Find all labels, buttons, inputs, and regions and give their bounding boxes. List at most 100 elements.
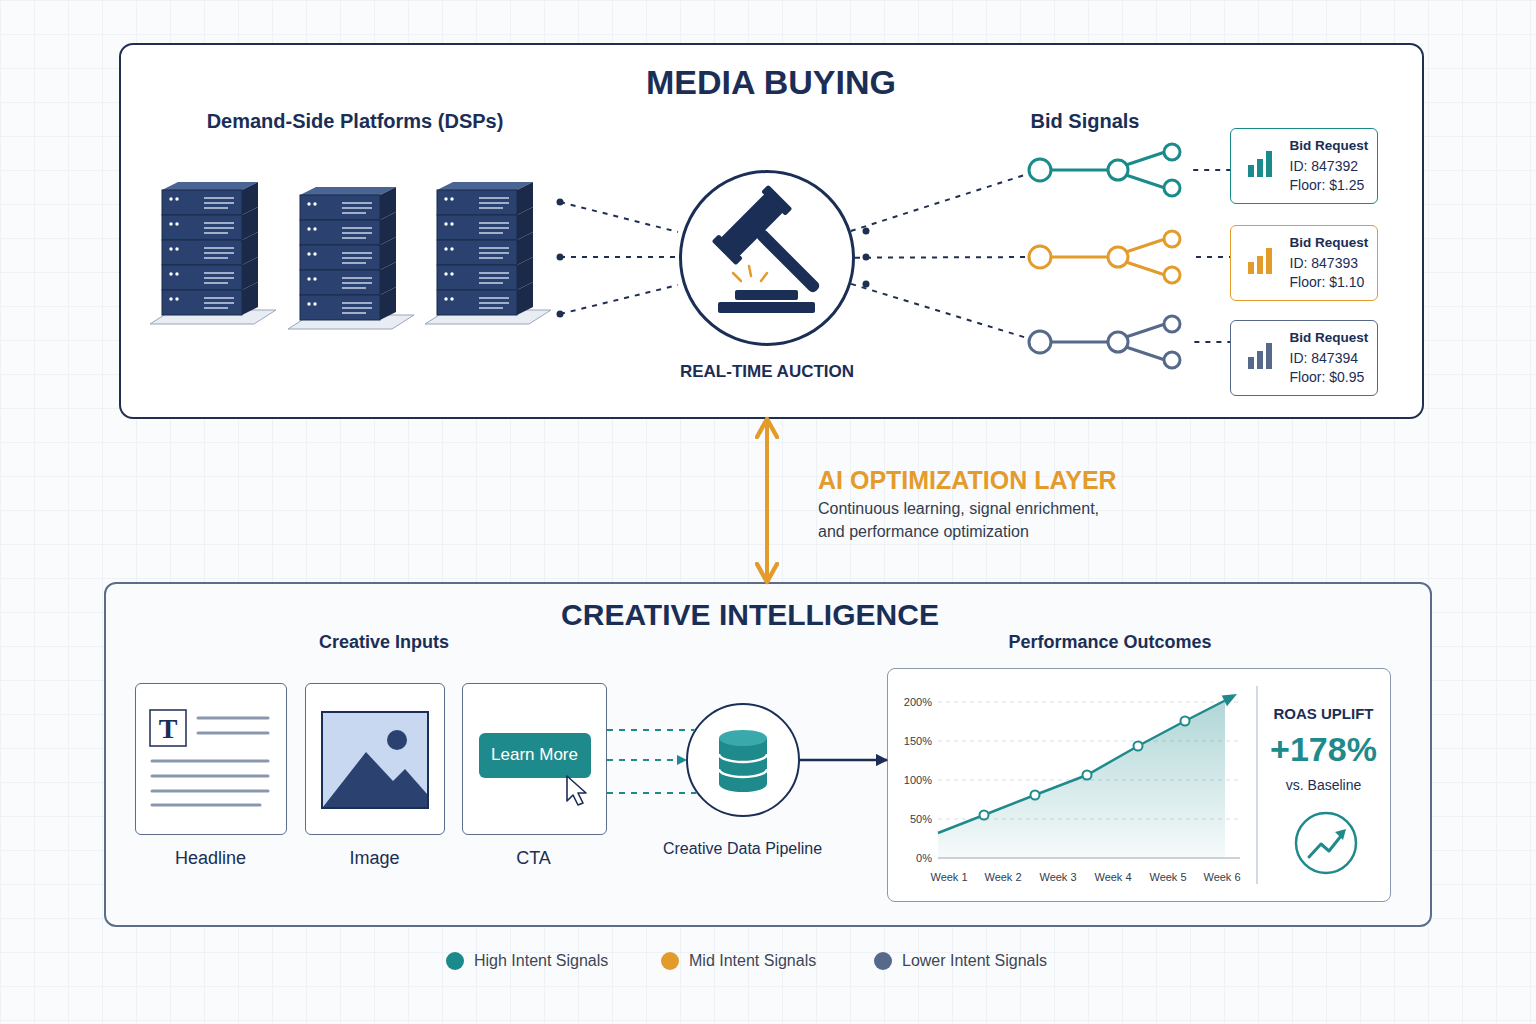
signal-tree bbox=[1126, 152, 1165, 165]
signal-tree bbox=[1051, 341, 1108, 344]
optimization-arrow bbox=[765, 419, 769, 582]
trend-icon bbox=[1296, 813, 1356, 873]
node-text: +178% bbox=[1270, 730, 1377, 769]
node-text: Bid Request bbox=[1290, 330, 1369, 346]
flow-arrow bbox=[800, 759, 887, 762]
trend-icon bbox=[1296, 813, 1356, 873]
gavel-icon bbox=[755, 228, 821, 294]
bar-icons bbox=[1248, 262, 1254, 274]
gavel-icon bbox=[718, 302, 815, 313]
signal-tree bbox=[1051, 169, 1108, 172]
signal-connector bbox=[851, 284, 1230, 342]
bar-icons bbox=[1266, 151, 1272, 177]
line-chart bbox=[1181, 717, 1190, 726]
dsp-wires bbox=[560, 285, 678, 314]
image-icon bbox=[387, 730, 407, 750]
headline-icon bbox=[152, 718, 268, 805]
gavel-icon bbox=[761, 185, 792, 216]
node-text: CREATIVE INTELLIGENCE bbox=[561, 598, 939, 633]
legend-text: Lower Intent Signals bbox=[902, 952, 1047, 970]
signal-tree bbox=[1126, 262, 1165, 275]
input-card: Image bbox=[305, 683, 445, 835]
line-chart bbox=[938, 819, 1240, 820]
signal-connector bbox=[855, 256, 1230, 259]
node-text: REAL-TIME AUCTION bbox=[680, 362, 854, 382]
line-chart bbox=[1031, 791, 1040, 800]
signal-tree bbox=[1164, 267, 1180, 283]
bid-request-box: Bid RequestID: 847392Floor: $1.25 bbox=[1230, 128, 1378, 204]
dsp-wires bbox=[560, 256, 678, 258]
dsp-servers bbox=[150, 182, 551, 329]
gavel-icon bbox=[712, 185, 846, 319]
signal-tree bbox=[1029, 331, 1051, 353]
input-connector bbox=[607, 792, 697, 794]
dsp-wires bbox=[560, 202, 678, 314]
signal-tree bbox=[1164, 231, 1180, 247]
signal-tree bbox=[1029, 246, 1051, 268]
auction-circle: REAL-TIME AUCTION bbox=[679, 170, 855, 346]
node-text: Learn More bbox=[491, 745, 578, 765]
legend-swatch bbox=[446, 952, 464, 970]
bar-icons bbox=[1248, 248, 1272, 274]
signal-connector bbox=[851, 170, 1230, 231]
database-icon bbox=[719, 776, 767, 792]
signal-tree bbox=[1029, 231, 1190, 283]
line-chart bbox=[938, 701, 1225, 858]
line-chart bbox=[938, 702, 1240, 819]
signal-tree bbox=[1029, 144, 1190, 368]
edge-label: AI OPTIMIZATION LAYER bbox=[818, 466, 1117, 495]
line-chart bbox=[938, 741, 1240, 742]
legend-text: High Intent Signals bbox=[474, 952, 608, 970]
gavel-icon bbox=[719, 192, 785, 258]
bar-icons bbox=[1257, 351, 1263, 369]
bar-icons bbox=[1248, 151, 1272, 177]
bar-icons bbox=[1248, 151, 1272, 369]
bid-request-box: Bid RequestID: 847393Floor: $1.10 bbox=[1230, 225, 1378, 301]
bar-icons bbox=[1248, 165, 1254, 177]
signal-tree bbox=[1126, 239, 1165, 252]
pipeline-circle: Creative Data Pipeline bbox=[686, 703, 800, 817]
bar-icons bbox=[1257, 256, 1263, 274]
signal-tree bbox=[1164, 352, 1180, 368]
signal-tree bbox=[1029, 316, 1190, 368]
image-icon bbox=[323, 752, 427, 807]
node-text: ROAS UPLIFT bbox=[1274, 705, 1374, 722]
line-chart bbox=[1222, 694, 1237, 706]
node-text: vs. Baseline bbox=[1286, 776, 1361, 792]
trend-icon bbox=[1335, 829, 1346, 840]
bid-request-box: Bid RequestID: 847394Floor: $0.95 bbox=[1230, 320, 1378, 396]
signal-tree bbox=[1051, 256, 1108, 259]
database-icon bbox=[719, 738, 767, 784]
signal-tree bbox=[1126, 347, 1165, 360]
signal-tree bbox=[1128, 164, 1190, 176]
node-text: Creative Data Pipeline bbox=[663, 839, 822, 857]
line-chart bbox=[1134, 742, 1143, 751]
signal-tree bbox=[1164, 144, 1180, 160]
trend-icon bbox=[1309, 836, 1341, 857]
line-chart bbox=[980, 811, 989, 820]
cta-button: Learn More bbox=[479, 733, 591, 778]
cursor-icon bbox=[567, 776, 586, 805]
headline-icon bbox=[152, 760, 268, 763]
panel-box: CREATIVE INTELLIGENCEHeadlineImageCTALea… bbox=[104, 582, 1432, 927]
signal-tree bbox=[1128, 251, 1190, 263]
legend-swatch bbox=[874, 952, 892, 970]
line-chart bbox=[1083, 771, 1092, 780]
headline-icon bbox=[150, 710, 186, 746]
line-chart bbox=[1256, 686, 1258, 884]
gavel-icon bbox=[712, 185, 846, 319]
node-text: Bid Request bbox=[1290, 138, 1369, 154]
gavel-icon bbox=[749, 266, 751, 276]
input-connector bbox=[607, 729, 695, 731]
gavel-icon bbox=[733, 266, 767, 281]
signal-tree bbox=[1029, 144, 1190, 196]
signal-tree bbox=[1108, 247, 1128, 267]
line-chart bbox=[938, 858, 1240, 859]
signal-tree bbox=[1128, 336, 1190, 348]
signal-tree bbox=[1108, 160, 1128, 180]
wire-dots bbox=[557, 311, 564, 318]
signal-tree bbox=[1029, 159, 1051, 181]
line-chart bbox=[938, 780, 1240, 781]
input-connector bbox=[607, 759, 686, 761]
gavel-icon bbox=[733, 273, 741, 281]
